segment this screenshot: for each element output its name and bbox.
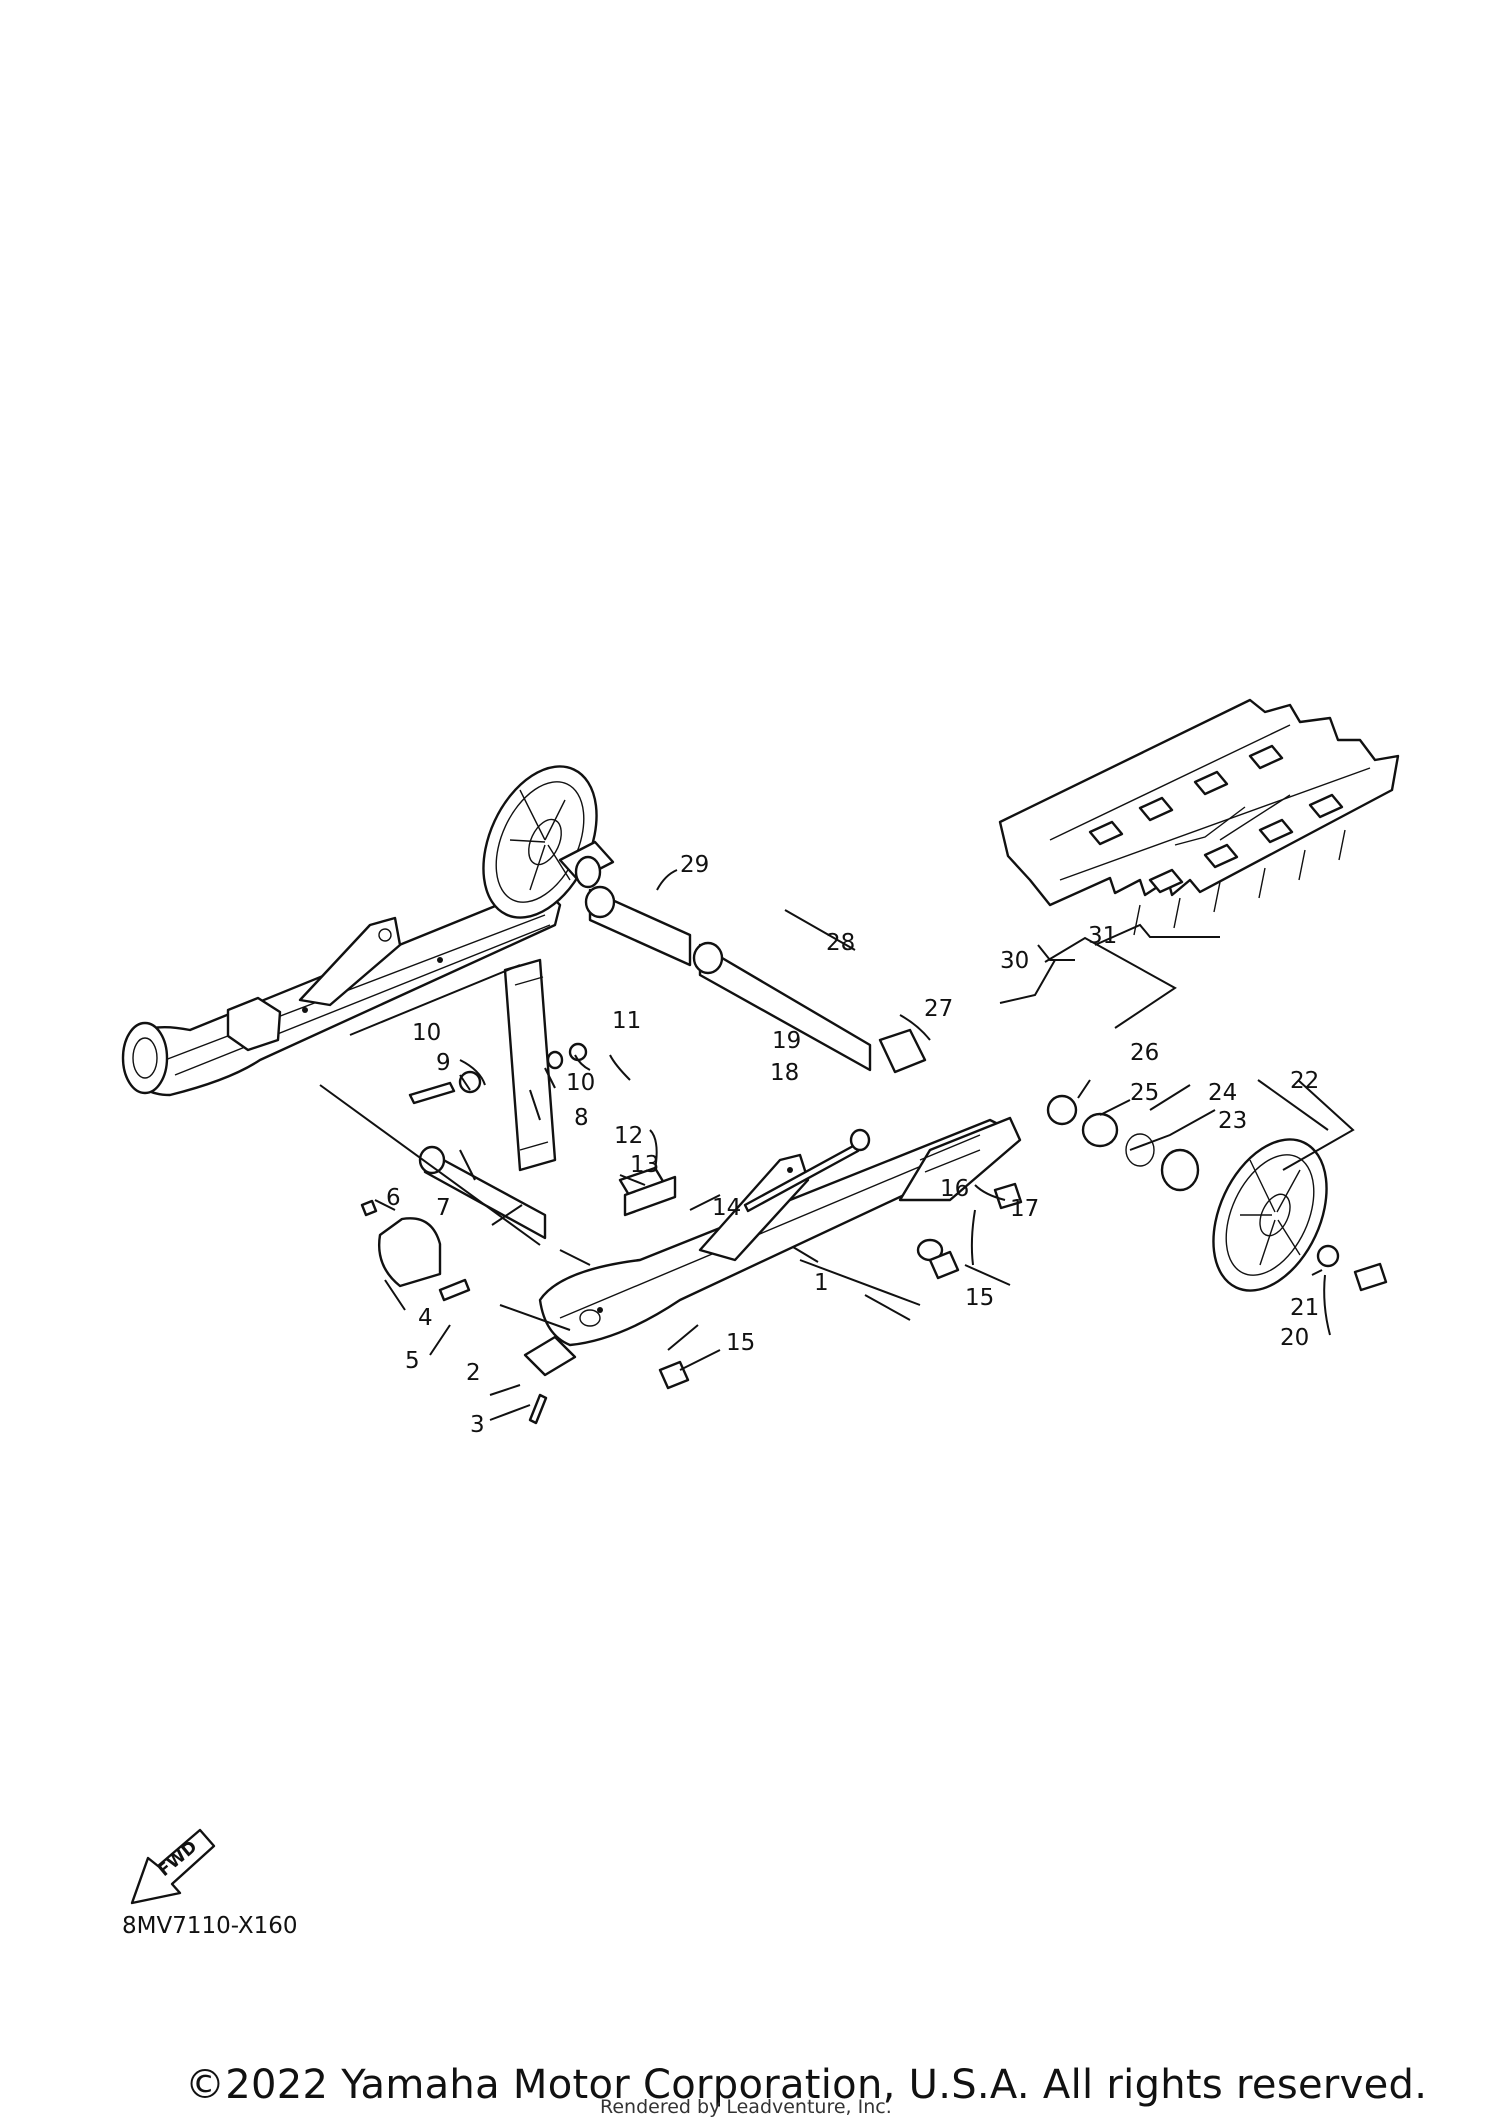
callout-15-b[interactable]: 15	[726, 1330, 755, 1356]
callout-20[interactable]: 20	[1280, 1325, 1309, 1351]
leader-lines	[319, 869, 1355, 1421]
rear-idler-wheel	[482, 765, 615, 919]
callout-19[interactable]: 19	[772, 1028, 801, 1054]
callout-10-b[interactable]: 10	[566, 1070, 595, 1096]
limiter-strap	[503, 958, 557, 1172]
copyright-notice: ©2022 Yamaha Motor Corporation, U.S.A. A…	[185, 2062, 1428, 2108]
rendered-by-credit: Rendered by Leadventure, Inc.	[600, 2096, 892, 2118]
callout-23[interactable]: 23	[1218, 1108, 1247, 1134]
fwd-arrow: FWD	[130, 1828, 216, 1905]
callout-17[interactable]: 17	[1010, 1196, 1039, 1222]
callout-26[interactable]: 26	[1130, 1040, 1159, 1066]
callout-7[interactable]: 7	[436, 1195, 451, 1221]
callout-14[interactable]: 14	[712, 1195, 741, 1221]
callout-12[interactable]: 12	[614, 1123, 643, 1149]
callout-11[interactable]: 11	[612, 1008, 641, 1034]
diagram-code: 8MV7110-X160	[122, 1913, 298, 1939]
right-slide-rail	[538, 1116, 1022, 1347]
callout-28[interactable]: 28	[826, 930, 855, 956]
callout-29[interactable]: 29	[680, 852, 709, 878]
callout-22[interactable]: 22	[1290, 1068, 1319, 1094]
front-idler-wheel	[1046, 1094, 1388, 1292]
callout-6[interactable]: 6	[386, 1185, 401, 1211]
callout-27[interactable]: 27	[924, 996, 953, 1022]
callout-30[interactable]: 30	[1000, 948, 1029, 974]
callout-13[interactable]: 13	[630, 1152, 659, 1178]
callout-18[interactable]: 18	[770, 1060, 799, 1086]
hardware	[360, 1042, 1023, 1425]
callout-24[interactable]: 24	[1208, 1080, 1237, 1106]
cross-shafts	[418, 885, 927, 1240]
callout-numbers: 1 2 3 4 5 6 7 8 9 10 10 11 12 13 14 15 1…	[386, 852, 1319, 1438]
callout-4[interactable]: 4	[418, 1305, 433, 1331]
callout-2[interactable]: 2	[466, 1360, 481, 1386]
callout-15-a[interactable]: 15	[965, 1285, 994, 1311]
callout-8[interactable]: 8	[574, 1105, 589, 1131]
callout-9[interactable]: 9	[436, 1050, 451, 1076]
track-belt	[998, 698, 1400, 936]
callout-25[interactable]: 25	[1130, 1080, 1159, 1106]
callout-31[interactable]: 31	[1088, 923, 1117, 949]
callout-16[interactable]: 16	[940, 1176, 969, 1202]
callout-1[interactable]: 1	[814, 1270, 829, 1296]
callout-5[interactable]: 5	[405, 1348, 420, 1374]
callout-10-a[interactable]: 10	[412, 1020, 441, 1046]
callout-21[interactable]: 21	[1290, 1295, 1319, 1321]
callout-3[interactable]: 3	[470, 1412, 485, 1438]
left-slide-rail	[121, 888, 562, 1097]
